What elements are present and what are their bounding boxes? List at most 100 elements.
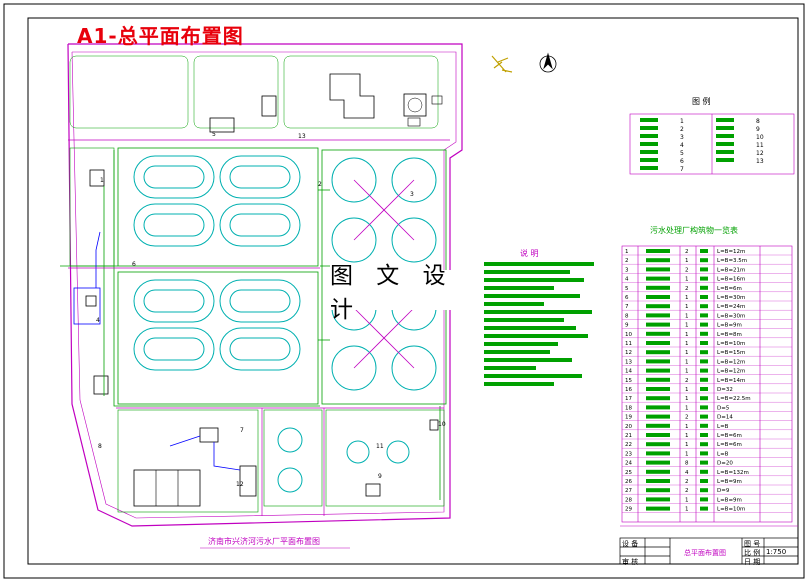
table-cell-name xyxy=(646,285,670,290)
table-cell-unit xyxy=(700,304,708,309)
table-cell-no: 1 xyxy=(625,249,629,255)
building-number: 10 xyxy=(438,421,446,428)
title-block xyxy=(619,537,799,565)
drawing-title: A1-总平面布置图 xyxy=(77,24,244,48)
note-line xyxy=(484,270,570,274)
gate-house xyxy=(431,95,443,105)
green-zone-c xyxy=(283,55,439,129)
note-line xyxy=(484,374,582,378)
table-cell-qty: 1 xyxy=(685,323,689,329)
table-cell-no: 20 xyxy=(625,424,632,430)
wind-rose xyxy=(491,55,513,73)
watermark: 图 文 设 计 xyxy=(330,263,480,323)
court-circle xyxy=(407,97,423,113)
table-cell-no: 4 xyxy=(625,277,629,283)
table-cell-dim: L=B=24m xyxy=(717,304,745,310)
table-cell-unit xyxy=(700,423,708,428)
table-cell-qty: 2 xyxy=(685,479,689,485)
table-cell-dim: L=B=132m xyxy=(717,470,749,476)
table-cell-unit xyxy=(700,460,708,465)
legend-symbol xyxy=(716,126,734,130)
table-cell-dim: L=B=16m xyxy=(717,277,745,283)
note-line xyxy=(484,326,576,330)
table-cell-dim: L=B=9m xyxy=(717,323,742,329)
legend-number: 13 xyxy=(756,158,764,165)
note-line xyxy=(484,382,554,386)
pipe-network xyxy=(60,150,441,500)
notes-block xyxy=(484,262,594,386)
ditch-loop xyxy=(133,279,215,323)
legend-number: 4 xyxy=(680,142,684,149)
table-cell-no: 18 xyxy=(625,405,632,411)
table-cell-no: 17 xyxy=(625,396,632,402)
table-cell-dim: L=B=22.5m xyxy=(717,396,751,402)
table-cell-unit xyxy=(700,350,708,355)
clarifier-pipe xyxy=(353,307,415,369)
table-cell-name xyxy=(646,423,670,428)
legend-number: 7 xyxy=(680,166,684,173)
table-cell-dim: D=14 xyxy=(717,415,733,421)
legend-symbol xyxy=(640,118,658,122)
table-cell-dim: L=B=6m xyxy=(717,442,742,448)
legend-number: 8 xyxy=(756,118,760,125)
legend-number: 2 xyxy=(680,126,684,133)
note-line xyxy=(484,318,564,322)
building-number: 6 xyxy=(132,261,136,268)
table-cell-unit xyxy=(700,285,708,290)
table-cell-no: 8 xyxy=(625,313,629,319)
legend-symbol xyxy=(716,150,734,154)
legend-number: 10 xyxy=(756,134,764,141)
table-cell-dim: D=32 xyxy=(717,387,733,393)
note-line xyxy=(484,294,580,298)
ditch-loop xyxy=(133,203,215,247)
table-cell-dim: L=B=10m xyxy=(717,507,745,513)
table-cell-no: 28 xyxy=(625,497,632,503)
pump-station xyxy=(85,295,97,307)
note-line xyxy=(484,302,544,306)
screen-house xyxy=(89,169,105,187)
table-cell-no: 27 xyxy=(625,488,632,494)
thickener-area xyxy=(325,409,445,507)
table-cell-name xyxy=(646,350,670,355)
table-cell-no: 21 xyxy=(625,433,632,439)
legend-number: 6 xyxy=(680,158,684,165)
digester-area xyxy=(263,409,323,507)
table-cell-unit xyxy=(700,258,708,263)
table-cell-qty: 2 xyxy=(685,249,689,255)
legend-title: 图 例 xyxy=(692,97,711,106)
table-cell-dim: L=B=10m xyxy=(717,341,745,347)
note-line xyxy=(484,366,536,370)
road-lines xyxy=(68,139,450,516)
ditch-inner xyxy=(143,165,205,189)
clarifier-pipe xyxy=(353,179,415,241)
legend-number: 9 xyxy=(756,126,760,133)
table-cell-name xyxy=(646,258,670,263)
table-cell-no: 15 xyxy=(625,378,632,384)
note-line xyxy=(484,358,572,362)
table-cell-no: 14 xyxy=(625,369,632,375)
clarifier xyxy=(331,157,377,203)
table-cell-name xyxy=(646,396,670,401)
table-cell-unit xyxy=(700,377,708,382)
table-cell-name xyxy=(646,506,670,511)
table-cell-name xyxy=(646,497,670,502)
table-cell-name xyxy=(646,488,670,493)
title-block-label-d: 比 例 xyxy=(744,549,761,557)
building-number: 2 xyxy=(318,181,322,188)
inner-frame xyxy=(27,17,799,565)
outlet-well xyxy=(429,419,439,431)
clarifier xyxy=(391,157,437,203)
legend-symbol xyxy=(640,158,658,162)
table-cell-qty: 1 xyxy=(685,405,689,411)
thickener-2 xyxy=(386,440,410,464)
title-block-label-c: 图 号 xyxy=(744,540,761,548)
table-cell-dim: L=B=3.5m xyxy=(717,258,747,264)
ditch-loop xyxy=(219,279,301,323)
table-cell-unit xyxy=(700,396,708,401)
legend-symbol xyxy=(640,142,658,146)
building-number: 3 xyxy=(410,191,414,198)
table-cell-name xyxy=(646,414,670,419)
